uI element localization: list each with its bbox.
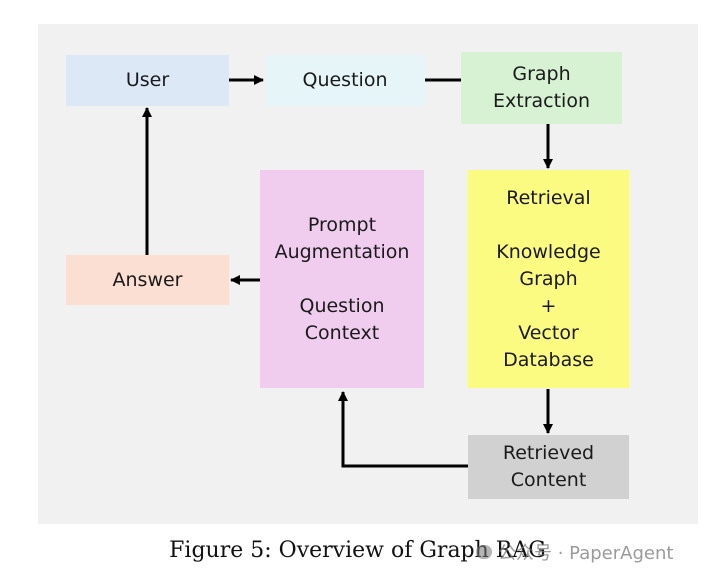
- answer-node: Answer: [66, 255, 229, 305]
- wechat-icon: [476, 545, 492, 559]
- user-node: User: [66, 55, 229, 106]
- retrieval-node: Retrieval Knowledge Graph + Vector Datab…: [468, 170, 629, 388]
- retrieved-content-node: Retrieved Content: [468, 435, 629, 499]
- watermark: 公众号 · PaperAgent: [476, 539, 673, 565]
- prompt-augmentation-node: Prompt Augmentation Question Context: [260, 170, 424, 388]
- arrow-retrieved-content-to-prompt: [338, 391, 468, 468]
- watermark-text: 公众号 · PaperAgent: [498, 543, 674, 564]
- graph-extraction-node: Graph Extraction: [461, 52, 622, 124]
- question-node: Question: [265, 55, 425, 106]
